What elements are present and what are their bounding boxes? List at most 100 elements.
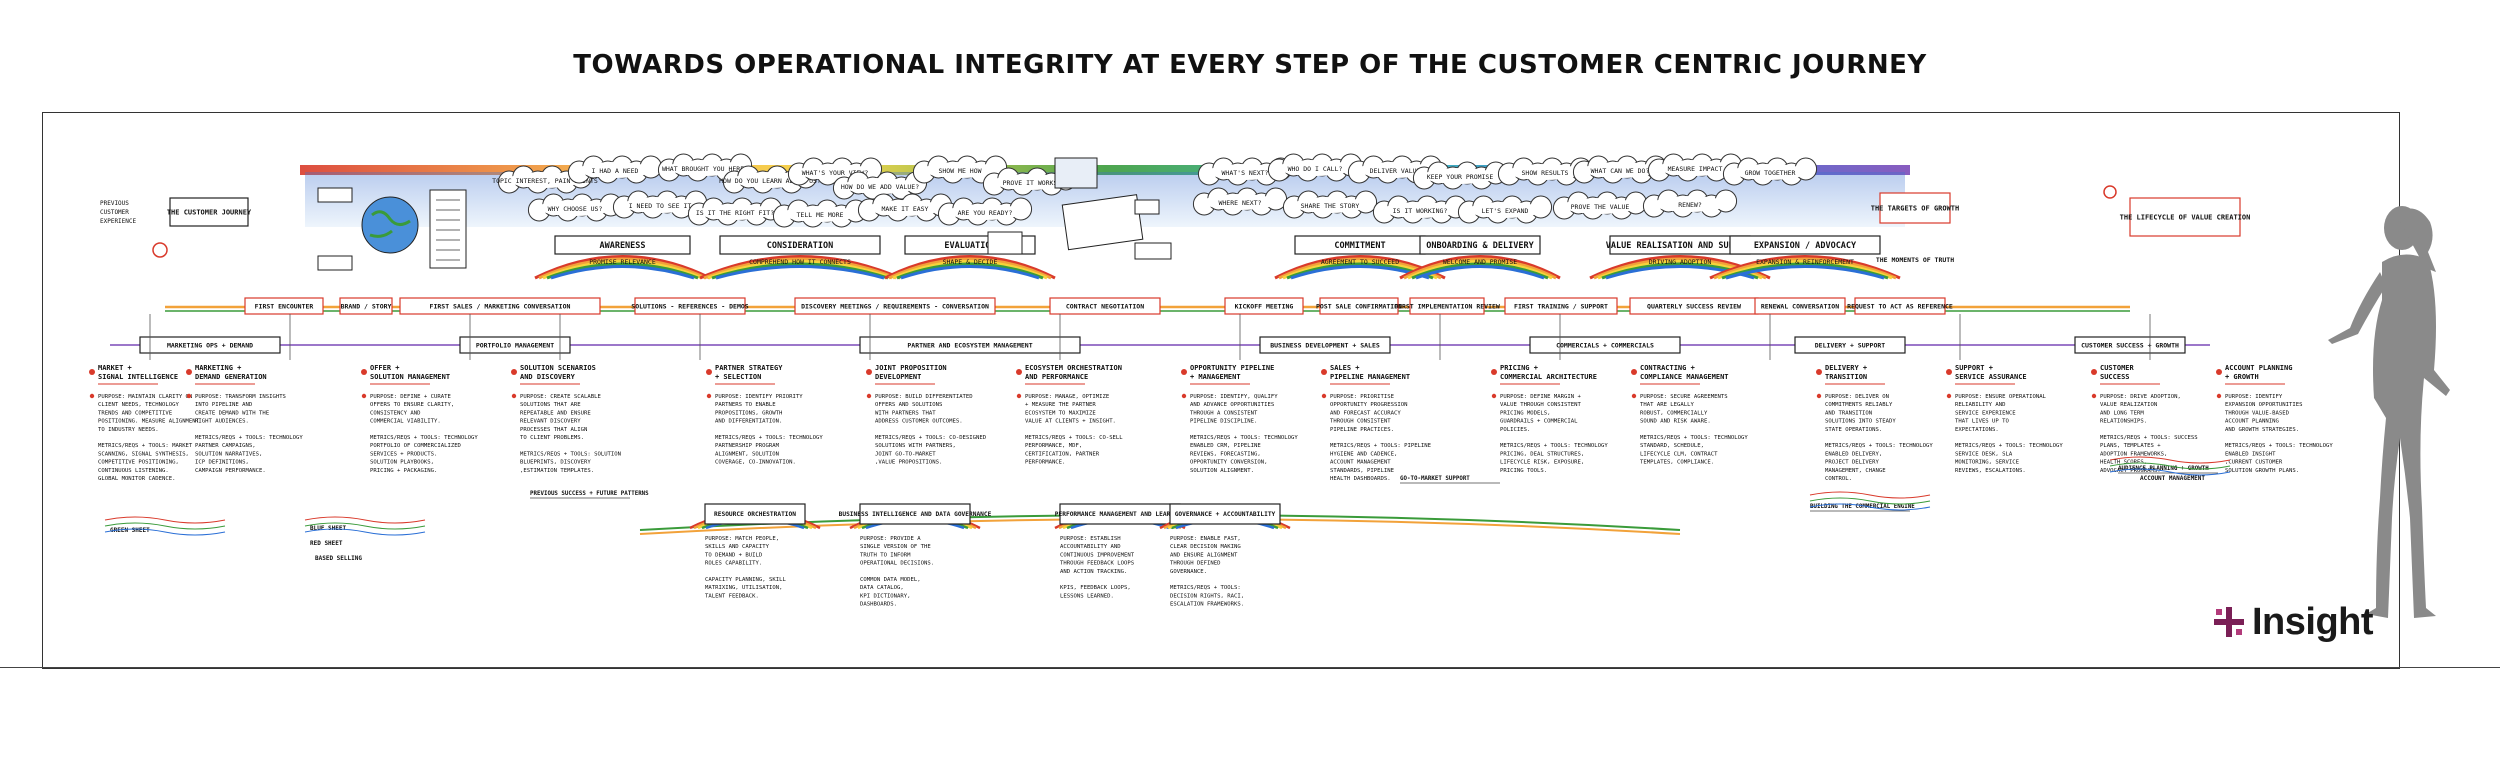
milestone-5: CONTRACT NEGOTIATION: [1049, 297, 1161, 315]
capability-line-7-0: PURPOSE: IDENTIFY, QUALIFY: [1190, 394, 1278, 400]
capability-line-13-2: AND LONG TERM: [2100, 410, 2144, 416]
list-panel: [429, 189, 467, 269]
capability-line-4-5: METRICS/REQS + TOOLS: TECHNOLOGY: [715, 435, 823, 441]
capability-line-10-0: PURPOSE: SECURE AGREEMENTS: [1640, 394, 1728, 400]
capability-line-1-3: RIGHT AUDIENCES.: [195, 419, 249, 425]
branch-line-2: [1809, 503, 1931, 511]
capability-line-2-1: OFFERS TO ENSURE CLARITY,: [370, 402, 454, 408]
capability-line-4-2: PROPOSITIONS, GROWTH: [715, 410, 782, 416]
stage-arc: [1717, 260, 1893, 280]
capability-line-6-3: VALUE AT CLIENTS + INSIGHT.: [1025, 419, 1116, 425]
laptop-icon: [1061, 194, 1144, 251]
foundation-line-0-6: MATRIXING, UTILISATION,: [705, 585, 782, 591]
foundation-line-0-3: ROLES CAPABILITY.: [705, 561, 762, 567]
capability-line-11-4: STATE OPERATIONS.: [1825, 427, 1882, 433]
side-note-1: GO-TO-MARKET SUPPORT: [1400, 476, 1470, 482]
cloud-body: [843, 178, 917, 194]
capability-head2-3: AND DISCOVERY: [520, 373, 576, 381]
capability-line-6-1: + MEASURE THE PARTNER: [1025, 402, 1096, 408]
capability-purpose-dot-8: [1321, 393, 1327, 399]
foundation-line-1-3: OPERATIONAL DECISIONS.: [860, 561, 934, 567]
capability-head2-7: + MANAGEMENT: [1190, 373, 1241, 381]
capability-line-9-1: VALUE THROUGH CONSISTENT: [1500, 402, 1581, 408]
capability-line-11-9: MANAGEMENT, CHANGE: [1825, 468, 1886, 474]
foundation-box-1-frame: [859, 503, 971, 525]
journey-rainbow-strip: [300, 165, 1910, 175]
capability-line-2-9: PRICING + PACKAGING.: [370, 468, 437, 474]
social-media-box: [987, 231, 1023, 255]
foundation-box-3: GOVERNANCE + ACCOUNTABILITY: [1169, 503, 1281, 525]
bottom-note-3: BASED SELLING: [315, 555, 362, 562]
capability-line-0-4: TO INDUSTRY NEEDS.: [98, 427, 159, 433]
cloud-text: WHAT'S NEXT?: [1222, 169, 1269, 177]
channel-box-2: [317, 255, 353, 271]
capability-line-7-6: ENABLED CRM, PIPELINE: [1190, 443, 1261, 449]
domain-6-frame: [2074, 336, 2186, 354]
stage-arc: [1411, 262, 1549, 280]
milestone-10-text: QUARTERLY SUCCESS REVIEW: [1647, 302, 1741, 310]
targets-of-growth-box: THE TARGETS OF GROWTH: [1871, 192, 1959, 224]
cloud-text: ARE YOU READY?: [958, 209, 1013, 217]
silhouette-arm: [2328, 272, 2386, 344]
thought-cloud-9: I NEED TO SEE IT: [612, 190, 708, 219]
foundation-line-0-7: TALENT FEEDBACK.: [705, 593, 759, 599]
capability-line-8-1: OPPORTUNITY PROGRESSION: [1330, 402, 1407, 408]
branch-line-1: [304, 528, 426, 536]
capability-line-11-8: PROJECT DELIVERY: [1825, 460, 1880, 466]
domain-1-text: PORTFOLIO MANAGEMENT: [476, 341, 554, 349]
capability-line-10-7: LIFECYCLE CLM, CONTRACT: [1640, 451, 1718, 457]
stage-box-0-frame: [554, 235, 691, 255]
capability-line-8-2: AND FORECAST ACCURACY: [1330, 410, 1401, 416]
side-note-3: AUDIENCE PLANNING + GROWTH: [2118, 466, 2209, 472]
capability-line-13-0: PURPOSE: DRIVE ADOPTION,: [2100, 394, 2181, 400]
cloud-text: SHOW RESULTS: [1522, 169, 1569, 177]
branch-line-0: [104, 528, 226, 536]
branch-line-3: [2109, 456, 2231, 464]
capability-line-3-0: PURPOSE: CREATE SCALABLE: [520, 394, 601, 400]
milestone-0-text: FIRST ENCOUNTER: [255, 302, 314, 310]
domain-0: MARKETING OPS + DEMAND: [139, 336, 281, 354]
capability-line-13-7: ADOPTION FRAMEWORKS,: [2100, 451, 2167, 457]
domain-3-frame: [1259, 336, 1391, 354]
milestone-6: KICKOFF MEETING: [1224, 297, 1304, 315]
milestone-4-text: DISCOVERY MEETINGS / REQUIREMENTS - CONV…: [801, 302, 989, 310]
capability-line-8-0: PURPOSE: PRIORITISE: [1330, 394, 1395, 400]
cloud-body: [668, 160, 742, 176]
stage-arc: [715, 265, 885, 280]
capability-line-9-4: POLICIES.: [1500, 427, 1530, 433]
milestone-7: POST SALE CONFIRMATION: [1316, 297, 1402, 315]
capability-bullet-4: [706, 369, 712, 375]
capability-line-5-2: WITH PARTNERS THAT: [875, 410, 936, 416]
capability-line-5-7: JOINT GO-TO-MARKET: [875, 451, 936, 457]
cloud-body: [1383, 202, 1457, 218]
capability-line-2-7: SERVICES + PRODUCTS.: [370, 451, 437, 457]
capability-line-3-9: ,ESTIMATION TEMPLATES.: [520, 468, 594, 474]
foundation-line-0-2: TO DEMAND + BUILD: [705, 552, 763, 558]
insight-logo: Insight: [2212, 601, 2374, 643]
capability-line-12-8: MONITORING, SERVICE: [1955, 460, 2020, 466]
branch-line-1: [304, 522, 426, 530]
capability-line-6-7: CERTIFICATION, PARTNER: [1025, 451, 1100, 457]
branch-line-3: [2109, 462, 2231, 470]
thought-cloud-15: WHO DO I CALL?: [1267, 153, 1363, 182]
channel-box-1: [317, 187, 353, 203]
cloud-text: RENEW?: [1678, 201, 1702, 209]
thought-cloud-22: WHERE NEXT?: [1192, 187, 1288, 216]
milestone-4: DISCOVERY MEETINGS / REQUIREMENTS - CONV…: [794, 297, 996, 315]
start-marker: [152, 242, 168, 258]
capability-line-12-4: EXPECTATIONS.: [1955, 427, 1999, 433]
milestone-12-frame: [1854, 297, 1946, 315]
cloud-body: [993, 174, 1067, 190]
capability-line-14-3: ACCOUNT PLANNING: [2225, 419, 2280, 425]
thought-cloud-13: ARE YOU READY?: [937, 197, 1033, 226]
capability-line-10-5: METRICS/REQS + TOOLS: TECHNOLOGY: [1640, 435, 1748, 441]
capability-line-10-1: THAT ARE LEGALLY: [1640, 402, 1695, 408]
cloud-body: [1508, 164, 1582, 180]
capability-bullet-7: [1181, 369, 1187, 375]
capability-line-8-7: HYGIENE AND CADENCE,: [1330, 451, 1397, 457]
cloud-body: [1658, 160, 1732, 176]
capability-bullet-14: [2216, 369, 2222, 375]
capability-line-7-2: THROUGH A CONSISTENT: [1190, 410, 1258, 416]
capability-line-6-5: METRICS/REQS + TOOLS: CO-SELL: [1025, 435, 1123, 441]
cloud-text: MAKE IT EASY: [882, 205, 929, 213]
